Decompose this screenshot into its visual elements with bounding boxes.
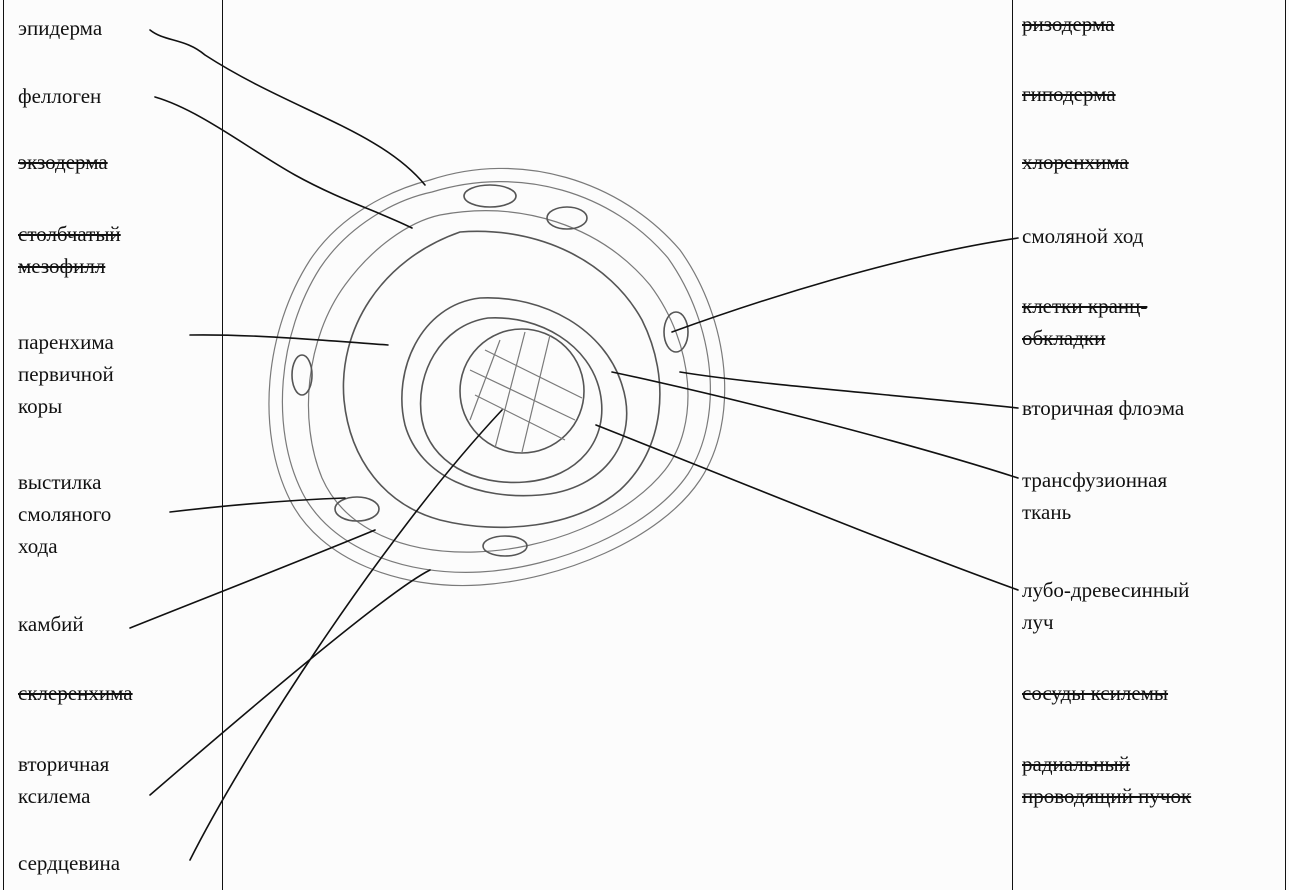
label-line: клетки кранц-: [1022, 290, 1147, 322]
frame-line-left-outer: [3, 0, 4, 890]
label-line: лубо-древесинный: [1022, 574, 1189, 606]
label-smolyanoy-hod: смоляной ход: [1022, 220, 1143, 252]
label-parenhima: паренхима первичной коры: [18, 326, 114, 422]
pith: [460, 329, 584, 453]
label-stolbchatyy-mezofill: столбчатый мезофилл: [18, 218, 121, 282]
label-transfuzionnaya-tkan: трансфузионная ткань: [1022, 464, 1167, 528]
label-line: ксилема: [18, 780, 109, 812]
label-line: выстилка: [18, 466, 111, 498]
leader-ksilema: [150, 570, 430, 795]
label-radialnyy-puchok: радиальный проводящий пучок: [1022, 748, 1191, 812]
outer-contour-2: [282, 182, 710, 573]
leader-parenhima: [190, 335, 388, 345]
resin-ducts: [292, 185, 688, 556]
label-line: проводящий пучок: [1022, 780, 1191, 812]
label-line: склеренхима: [18, 677, 133, 709]
label-line: столбчатый: [18, 218, 121, 250]
frame-line-left-inner: [222, 0, 223, 890]
label-line: гиподерма: [1022, 78, 1116, 110]
leader-vystilka: [170, 498, 345, 512]
label-kranc-obkladki: клетки кранц- обкладки: [1022, 290, 1147, 354]
label-line: смоляной ход: [1022, 220, 1143, 252]
label-lubo-drevesinnyy-luch: лубо-древесинный луч: [1022, 574, 1189, 638]
label-line: трансфузионная: [1022, 464, 1167, 496]
label-line: вторичная флоэма: [1022, 392, 1184, 424]
label-line: сердцевина: [18, 847, 120, 879]
label-vystilka: выстилка смоляного хода: [18, 466, 111, 562]
cambium-ring: [402, 298, 627, 496]
label-line: эпидерма: [18, 12, 102, 44]
label-line: ризодерма: [1022, 8, 1114, 40]
leader-epiderma: [150, 30, 425, 185]
leader-luch: [596, 425, 1018, 590]
leader-floema: [680, 372, 1018, 408]
label-kambiy: камбий: [18, 608, 84, 640]
label-vtorichnaya-floema: вторичная флоэма: [1022, 392, 1184, 424]
label-line: мезофилл: [18, 250, 121, 282]
label-line: обкладки: [1022, 322, 1147, 354]
leader-fellogen: [155, 97, 412, 228]
label-gipoderma: гиподерма: [1022, 78, 1116, 110]
label-epiderma: эпидерма: [18, 12, 102, 44]
label-line: хлоренхима: [1022, 146, 1129, 178]
outer-contour: [269, 168, 725, 585]
leader-serdcevina: [190, 410, 502, 860]
frame-line-right-outer: [1285, 0, 1286, 890]
label-serdcevina: сердцевина: [18, 847, 120, 879]
label-hlorenhima: хлоренхима: [1022, 146, 1129, 178]
pencil-sketch: [269, 168, 725, 585]
cortex-ring: [308, 211, 688, 552]
label-rizoderma: ризодерма: [1022, 8, 1114, 40]
label-line: первичной: [18, 358, 114, 390]
label-line: паренхима: [18, 326, 114, 358]
label-line: ткань: [1022, 496, 1167, 528]
label-sklerenhima: склеренхима: [18, 677, 133, 709]
leader-lines: [130, 30, 1018, 860]
label-fellogen: феллоген: [18, 80, 101, 112]
label-line: смоляного: [18, 498, 111, 530]
pith-hatching: [470, 332, 582, 452]
label-line: вторичная: [18, 748, 109, 780]
label-line: сосуды ксилемы: [1022, 677, 1168, 709]
label-line: коры: [18, 390, 114, 422]
label-line: камбий: [18, 608, 84, 640]
label-vtorichnaya-ksilema: вторичная ксилема: [18, 748, 109, 812]
label-ekzoderma: экзодерма: [18, 146, 108, 178]
leader-kambiy: [130, 530, 375, 628]
phloem-ring: [343, 231, 659, 527]
label-line: экзодерма: [18, 146, 108, 178]
xylem-ring: [421, 318, 602, 483]
label-line: луч: [1022, 606, 1189, 638]
frame-line-right-inner: [1012, 0, 1013, 890]
label-line: феллоген: [18, 80, 101, 112]
label-sosudy-ksilemy: сосуды ксилемы: [1022, 677, 1168, 709]
leader-smolyanoy: [672, 238, 1018, 332]
leader-transfuz: [612, 372, 1018, 478]
label-line: хода: [18, 530, 111, 562]
label-line: радиальный: [1022, 748, 1191, 780]
